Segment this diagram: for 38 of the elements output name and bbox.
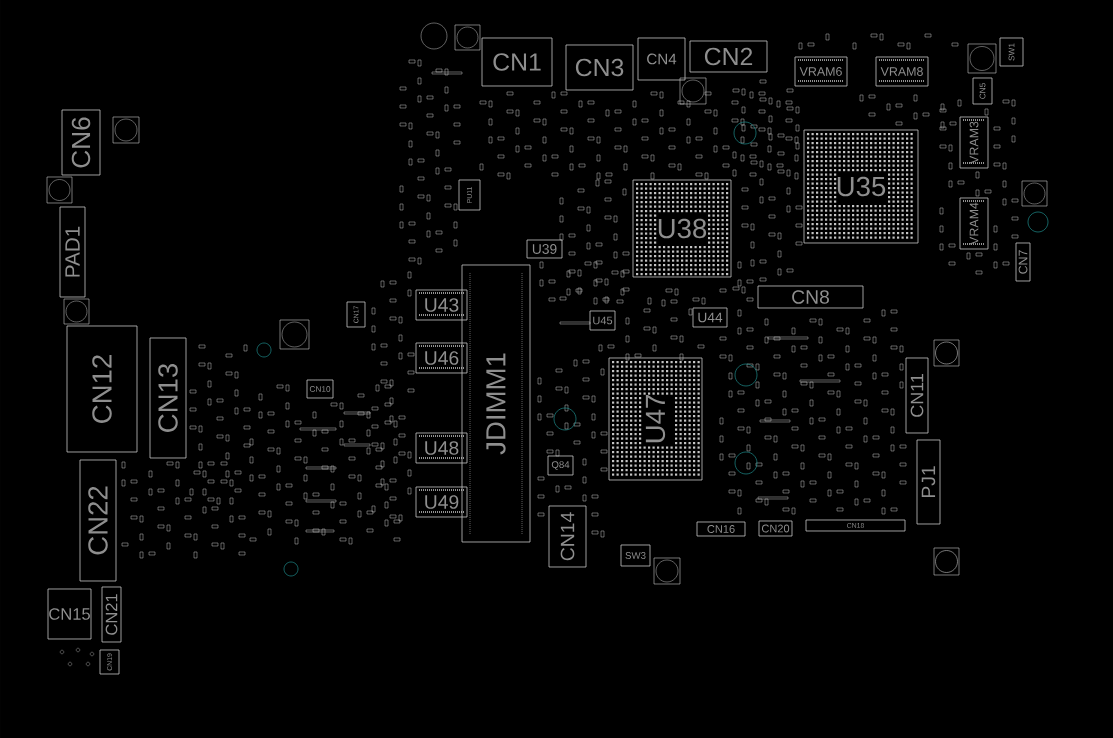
memory-chip: U48	[415, 432, 468, 464]
connector: CN2	[689, 40, 768, 73]
memory-chip: VRAM4	[959, 197, 989, 250]
bga-chip: U38	[632, 179, 732, 278]
memory-slot: JDIMM1	[461, 264, 531, 543]
chip: U45	[589, 310, 616, 331]
connector: PAD1	[59, 206, 86, 298]
connector: CN5	[972, 77, 993, 105]
connector: CN13	[149, 337, 187, 459]
connector: CN15	[47, 588, 92, 640]
connector: CN1	[481, 37, 553, 87]
connector: CN3	[565, 44, 634, 91]
connector: CN14	[548, 505, 587, 568]
memory-chip: U43	[415, 289, 468, 321]
memory-chip: VRAM6	[794, 56, 848, 87]
chip: U39	[526, 239, 563, 259]
switch: SW1	[999, 37, 1024, 67]
switch: SW3	[620, 544, 651, 567]
connector: CN10	[306, 379, 334, 399]
memory-chip: U49	[415, 486, 468, 518]
connector: CN22	[79, 459, 117, 582]
chip: Q84	[547, 455, 574, 476]
connector: CN6	[61, 109, 101, 176]
memory-chip: VRAM3	[959, 116, 989, 169]
chip: U44	[692, 307, 728, 328]
bga-chip: U47	[608, 357, 703, 481]
connector: CN12	[66, 325, 138, 453]
connector: CN8	[757, 285, 864, 309]
connector: CN4	[637, 37, 686, 81]
connector: CN16	[696, 521, 746, 537]
connector: CN11	[905, 357, 929, 434]
connector: CN20	[758, 520, 793, 537]
bga-chip: U35	[803, 129, 919, 244]
memory-chip: U46	[415, 342, 468, 374]
memory-chip: VRAM8	[875, 56, 929, 87]
connector: PJ1	[916, 439, 941, 525]
connector: CN7	[1015, 242, 1031, 282]
connector: CN21	[101, 586, 122, 643]
